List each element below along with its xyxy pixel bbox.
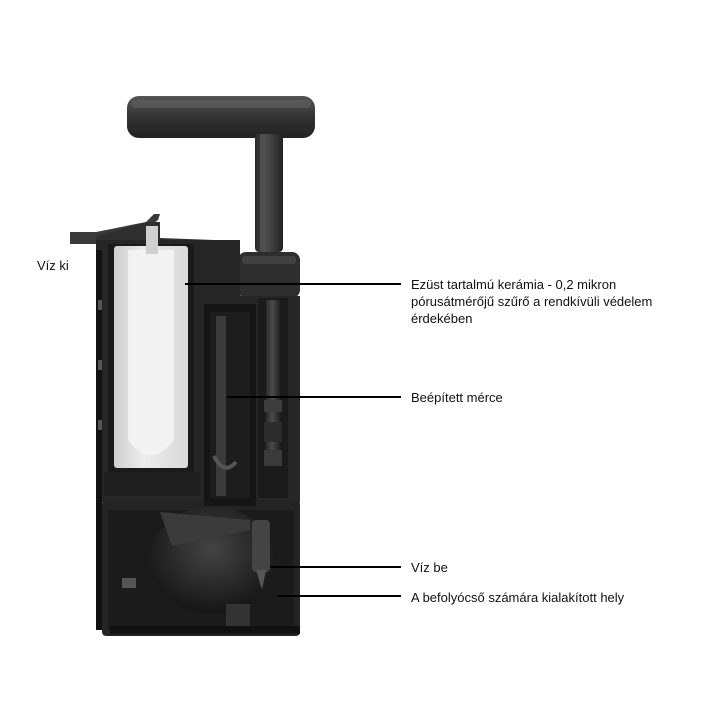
label-ceramic-filter: Ezüst tartalmú kerámia - 0,2 mikron póru… [411,276,701,327]
label-water-in: Víz be [411,560,448,575]
label-built-in-gauge: Beépített mérce [411,390,503,405]
label-ceramic-filter-line1: Ezüst tartalmú kerámia - 0,2 mikron [411,277,617,292]
pump-cap [238,252,300,298]
leader-line-water-in [270,566,401,568]
leader-line-gauge [227,396,401,398]
leader-line-ceramic-filter [185,283,401,285]
piston-chamber [204,298,288,506]
ceramic-filter [104,226,200,496]
leader-line-hose-storage [278,595,401,597]
label-water-out: Víz ki [37,258,69,273]
inlet-chamber [108,506,300,634]
label-ceramic-filter-line3: érdekében [411,311,473,326]
label-hose-storage: A befolyócső számára kialakított hely [411,590,625,605]
label-ceramic-filter-line2: pórusátmérőjű szűrő a rendkívüli védelem [411,294,653,309]
pump-handle [127,96,315,252]
